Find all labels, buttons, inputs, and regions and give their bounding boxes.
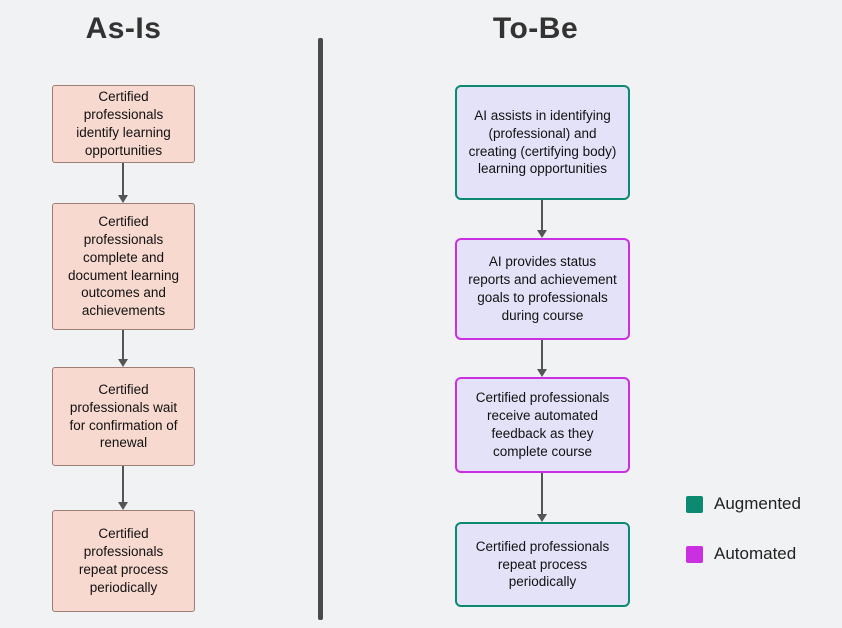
legend-label-augmented: Augmented: [714, 494, 801, 513]
arrow-down-icon: [537, 200, 547, 238]
as-is-node-4: Certified professionals repeat process p…: [52, 510, 195, 612]
as-is-node-1: Certified professionals identify learnin…: [52, 85, 195, 163]
to-be-title: To-Be: [492, 12, 579, 45]
arrow-down-icon: [537, 340, 547, 377]
to-be-node-2-automated: AI provides status reports and achieveme…: [455, 238, 630, 340]
arrowhead-icon: [118, 195, 128, 203]
arrow-down-icon: [118, 466, 128, 510]
as-is-node-3: Certified professionals wait for confirm…: [52, 367, 195, 466]
column-divider: [318, 38, 323, 620]
to-be-node-4-augmented: Certified professionals repeat process p…: [455, 522, 630, 607]
legend: Augmented Automated: [686, 494, 801, 594]
arrow-down-icon: [118, 163, 128, 203]
arrowhead-icon: [537, 514, 547, 522]
arrowhead-icon: [537, 230, 547, 238]
automated-swatch-icon: [686, 545, 703, 563]
legend-label-automated: Automated: [714, 544, 797, 563]
legend-item-augmented: Augmented: [686, 494, 801, 514]
as-is-node-2: Certified professionals complete and doc…: [52, 203, 195, 330]
legend-item-automated: Automated: [686, 544, 801, 564]
arrow-down-icon: [118, 330, 128, 367]
arrow-down-icon: [537, 473, 547, 522]
arrowhead-icon: [537, 369, 547, 377]
as-is-title: As-Is: [85, 12, 162, 45]
to-be-node-1-augmented: AI assists in identifying (professional)…: [455, 85, 630, 200]
to-be-node-3-automated: Certified professionals receive automate…: [455, 377, 630, 473]
arrowhead-icon: [118, 359, 128, 367]
arrowhead-icon: [118, 502, 128, 510]
augmented-swatch-icon: [686, 495, 703, 513]
